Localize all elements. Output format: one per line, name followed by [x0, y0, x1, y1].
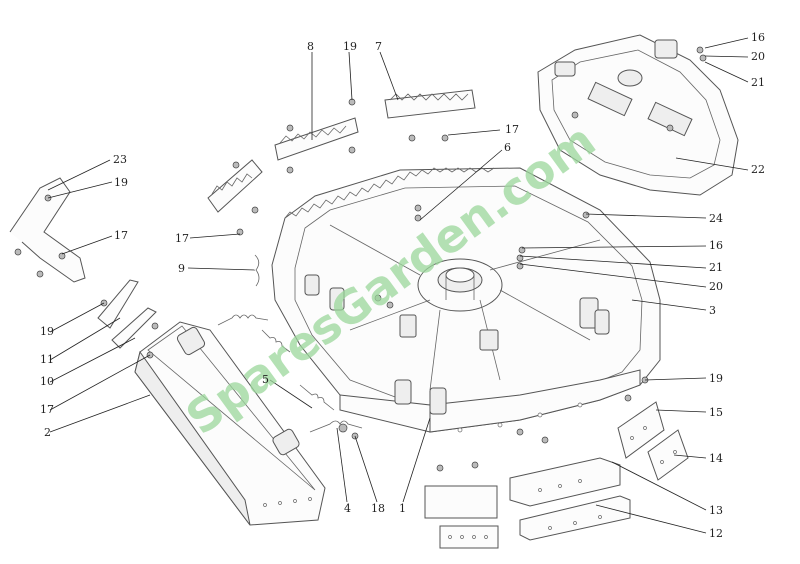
callout-22: 22 [751, 163, 765, 176]
callout-7: 7 [375, 40, 382, 53]
rack-part-8 [274, 117, 359, 161]
callout-19: 19 [114, 176, 128, 189]
rack-strips [207, 89, 476, 213]
fasteners [100, 46, 707, 440]
plate-part-13 [509, 457, 621, 507]
callout-23: 23 [113, 153, 127, 166]
callout-18: 18 [371, 502, 385, 515]
callout-4: 4 [344, 502, 351, 515]
callout-1: 1 [399, 502, 406, 515]
rack-strip-left [207, 159, 263, 213]
callout-11: 11 [40, 353, 54, 366]
callout-9: 9 [178, 262, 185, 275]
callout-2: 2 [44, 426, 51, 439]
callout-20: 20 [709, 280, 723, 293]
blade-part-11 [97, 279, 139, 329]
callout-21: 21 [709, 261, 723, 274]
callout-16: 16 [751, 31, 765, 44]
callout-labels: 8 19 7 16 20 21 23 19 17 6 22 17 17 24 1… [40, 31, 765, 540]
callout-17: 17 [505, 123, 519, 136]
front-plates [509, 401, 689, 541]
plate-part-14 [647, 429, 689, 481]
callout-19: 19 [40, 325, 54, 338]
callout-14: 14 [709, 452, 723, 465]
mower-deck-part-1 [271, 167, 661, 472]
callout-21: 21 [751, 76, 765, 89]
blade-part-10 [111, 307, 157, 349]
leader-lines [47, 37, 749, 534]
belt-cover-part-22 [537, 34, 739, 196]
callout-15: 15 [709, 406, 723, 419]
callout-3: 3 [709, 304, 716, 317]
callout-19: 19 [709, 372, 723, 385]
callout-5: 5 [262, 373, 269, 386]
callout-16: 16 [709, 239, 723, 252]
blades [97, 279, 157, 349]
plate-part-15 [617, 401, 665, 459]
callout-6: 6 [504, 141, 511, 154]
callout-17: 17 [114, 229, 128, 242]
callout-19: 19 [343, 40, 357, 53]
callout-17: 17 [40, 403, 54, 416]
callout-17: 17 [175, 232, 189, 245]
callout-13: 13 [709, 504, 723, 517]
bracket-part-23 [9, 177, 86, 283]
rack-part-7 [384, 89, 476, 119]
callout-20: 20 [751, 50, 765, 63]
side-skirt-part-2 [134, 321, 326, 526]
front-small-plates [424, 485, 499, 549]
callout-10: 10 [40, 375, 54, 388]
callout-24: 24 [709, 212, 723, 225]
callout-12: 12 [709, 527, 723, 540]
callout-8: 8 [307, 40, 314, 53]
springs-and-rods [217, 254, 363, 433]
